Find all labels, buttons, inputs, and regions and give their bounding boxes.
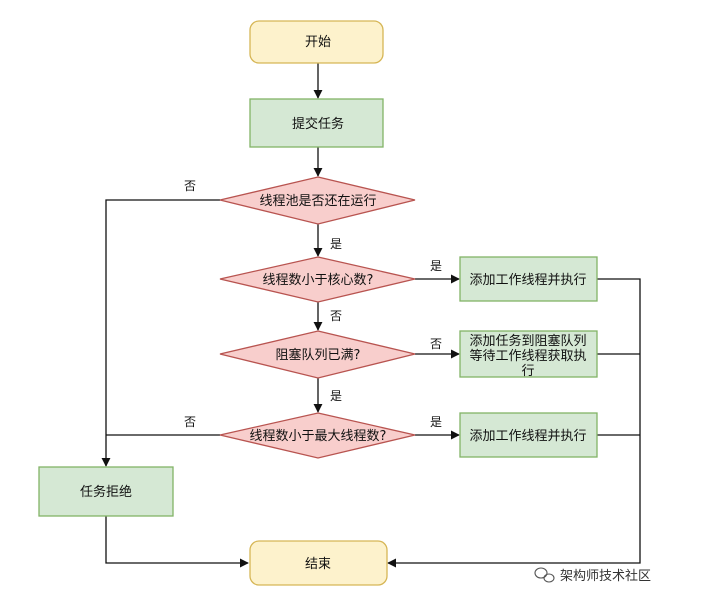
- edge-worker1-to-end: [387, 278, 641, 568]
- pool-running-label: 线程池是否还在运行: [259, 194, 376, 209]
- edge-label-running-no: 否: [184, 179, 196, 193]
- reject-task-label: 任务拒绝: [80, 484, 132, 500]
- queue-full-label: 阻塞队列已满?: [276, 347, 361, 363]
- watermark-text: 架构师技术社区: [560, 568, 651, 584]
- watermark: 架构师技术社区: [534, 567, 651, 584]
- connectors: [101, 63, 641, 568]
- edge-label-running-yes: 是: [330, 237, 342, 251]
- pool-running-decision: 线程池是否还在运行: [219, 176, 416, 225]
- submit-task-node: 提交任务: [249, 98, 384, 148]
- reject-task-node: 任务拒绝: [38, 466, 174, 517]
- edge-label-core-no: 否: [330, 309, 342, 323]
- submit-task-label: 提交任务: [292, 116, 344, 132]
- edge-running-no-to-reject: [101, 199, 220, 467]
- edge-label-full-yes: 是: [330, 389, 342, 403]
- end-node-label: 结束: [305, 557, 331, 572]
- add-worker-label-1: 添加工作线程并执行: [469, 273, 586, 288]
- enqueue-label-line3: 行: [521, 364, 534, 379]
- add-worker-label-2: 添加工作线程并执行: [469, 429, 586, 444]
- edge-reject-to-end: [105, 516, 249, 568]
- enqueue-label-line1: 添加任务到阻塞队列: [469, 333, 586, 349]
- enqueue-node: 添加任务到阻塞队列 等待工作线程获取执 行: [459, 330, 598, 379]
- enqueue-label-line2: 等待工作线程获取执: [469, 348, 586, 364]
- less-than-core-label: 线程数小于核心数?: [263, 273, 374, 288]
- less-than-core-decision: 线程数小于核心数?: [219, 256, 416, 303]
- edge-label-core-yes: 是: [430, 259, 442, 273]
- add-worker-node-1: 添加工作线程并执行: [459, 256, 598, 302]
- start-node: 开始: [249, 20, 384, 64]
- edge-label-full-no: 否: [430, 337, 442, 351]
- edge-label-max-yes: 是: [430, 415, 442, 429]
- start-node-label: 开始: [305, 35, 331, 50]
- end-node: 结束: [249, 540, 388, 586]
- wechat-icon: [534, 567, 555, 583]
- edge-label-max-no: 否: [184, 415, 196, 429]
- less-than-max-label: 线程数小于最大线程数?: [250, 429, 387, 444]
- add-worker-node-2: 添加工作线程并执行: [459, 412, 598, 458]
- less-than-max-decision: 线程数小于最大线程数?: [219, 412, 416, 459]
- queue-full-decision: 阻塞队列已满?: [219, 330, 416, 379]
